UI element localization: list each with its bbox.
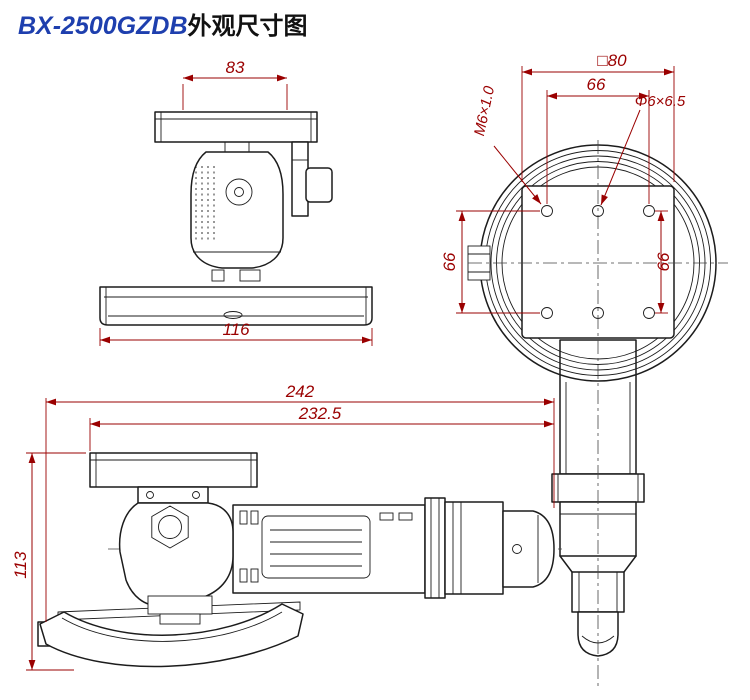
spindle-boss [225,178,253,206]
dim-body-length: 232.5 [89,404,554,451]
svg-text:116: 116 [222,320,250,339]
front-mounting-plate [154,111,318,143]
hex-bolt [151,505,189,549]
inlet-cap [502,510,555,588]
mount-hole [541,307,553,319]
svg-text:66: 66 [587,75,606,94]
svg-text:242: 242 [285,382,315,401]
front-bracket [291,141,333,217]
svg-text:232.5: 232.5 [298,404,342,423]
title-suffix: 外观尺寸图 [187,13,308,40]
svg-text:66: 66 [440,252,459,271]
front-wheel-guard [99,286,373,326]
dim-overall-height: 113 [11,452,86,671]
svg-text:66: 66 [654,252,673,271]
dim-plate-square: □80 [521,51,675,182]
angle-head [118,486,234,607]
front-head-body [190,151,284,269]
svg-text:113: 113 [11,551,30,579]
rear-inlet [424,497,555,599]
dim-hole-spacing-vertical-left: 66 [440,210,540,314]
svg-text:Φ6×6.5: Φ6×6.5 [635,93,686,110]
svg-text:M6×1.0: M6×1.0 [471,84,498,138]
top-view: □80 66 Φ6×6.5 M6×1.0 [440,51,728,688]
mount-hole [541,205,553,217]
side-mounting-plate [89,452,258,488]
dim-hole-spacing-horizontal: 66 [546,75,650,204]
dim-front-bottom-width: 116 [99,320,373,346]
side-wheel-guard [37,603,304,668]
dim-overall-length: 242 [45,382,555,622]
svg-text:83: 83 [226,58,245,77]
page-title: BX-2500GZDB外观尺寸图 [18,6,308,41]
mount-hole [643,205,655,217]
name-plate [261,515,371,579]
side-view: 242 232.5 113 [11,382,562,671]
dim-hole-spacing-vertical-right: 66 [654,210,673,314]
dim-front-top-width: 83 [182,58,288,110]
hole-size-callout: Φ6×6.5 [600,93,686,206]
top-mounting-plate [521,185,675,339]
mount-hole [643,307,655,319]
svg-text:□80: □80 [597,51,627,70]
model-number: BX-2500GZDB [18,12,188,40]
motor-housing [232,504,426,594]
front-view: 83 116 [99,58,373,346]
top-body-housing [551,339,645,657]
